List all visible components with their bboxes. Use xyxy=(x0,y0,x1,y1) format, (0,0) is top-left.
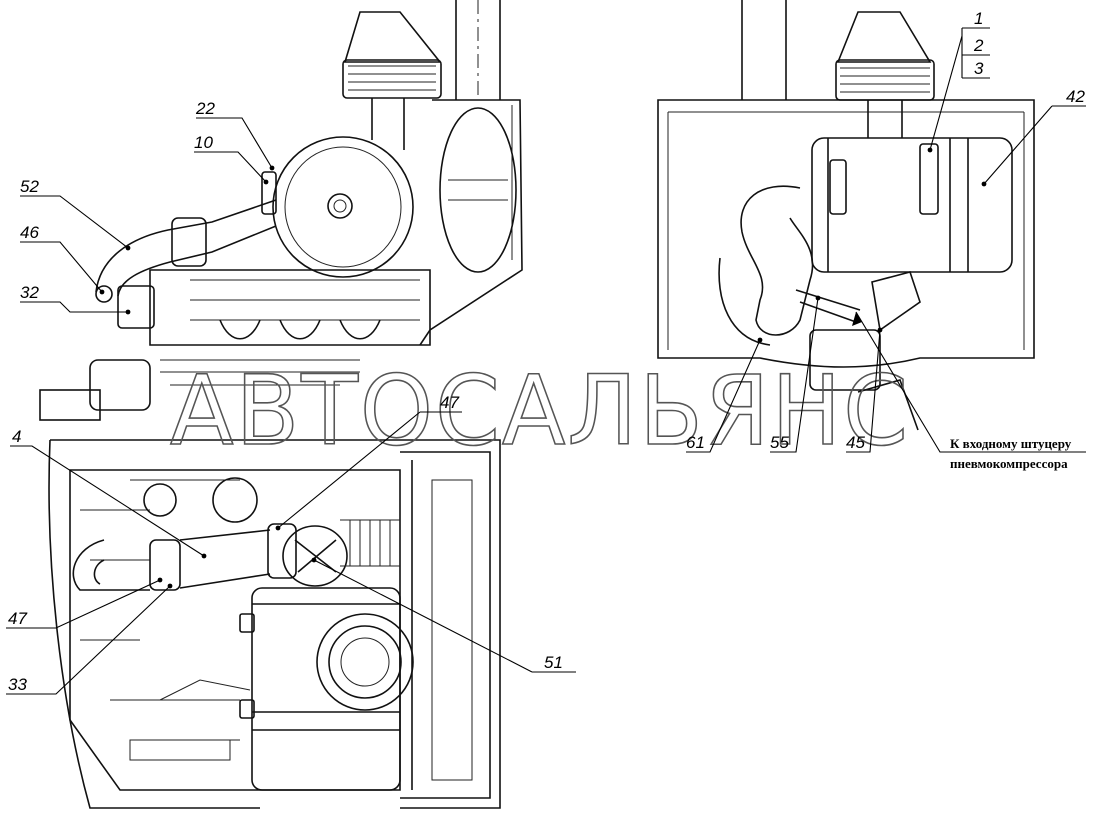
label-32: 32 xyxy=(20,283,39,302)
label-51: 51 xyxy=(544,653,563,672)
watermark: АВТОСАЛЬЯНС xyxy=(170,355,910,467)
label-52: 52 xyxy=(20,177,39,196)
label-47-top: 47 xyxy=(440,393,459,412)
label-22: 22 xyxy=(195,99,215,118)
label-4: 4 xyxy=(12,427,21,446)
part-labels: 22 10 52 46 32 1 2 3 42 61 55 45 47 4 47… xyxy=(8,9,1085,694)
label-2: 2 xyxy=(973,36,984,55)
label-10: 10 xyxy=(194,133,213,152)
leader-lines xyxy=(6,27,1086,695)
label-45: 45 xyxy=(846,433,865,452)
label-47-bottom: 47 xyxy=(8,609,27,628)
top-right-view xyxy=(657,0,1035,431)
bottom-view xyxy=(48,439,501,809)
label-61: 61 xyxy=(686,433,705,452)
callout-note: К входному штуцеру пневмокомпрессора xyxy=(950,436,1072,471)
top-left-view xyxy=(39,0,523,421)
callout-line1: К входному штуцеру xyxy=(950,436,1072,451)
label-1: 1 xyxy=(974,9,983,28)
callout-line2: пневмокомпрессора xyxy=(950,456,1068,471)
label-42: 42 xyxy=(1066,87,1085,106)
label-46: 46 xyxy=(20,223,39,242)
label-55: 55 xyxy=(770,433,789,452)
label-3: 3 xyxy=(974,59,984,78)
label-33: 33 xyxy=(8,675,27,694)
